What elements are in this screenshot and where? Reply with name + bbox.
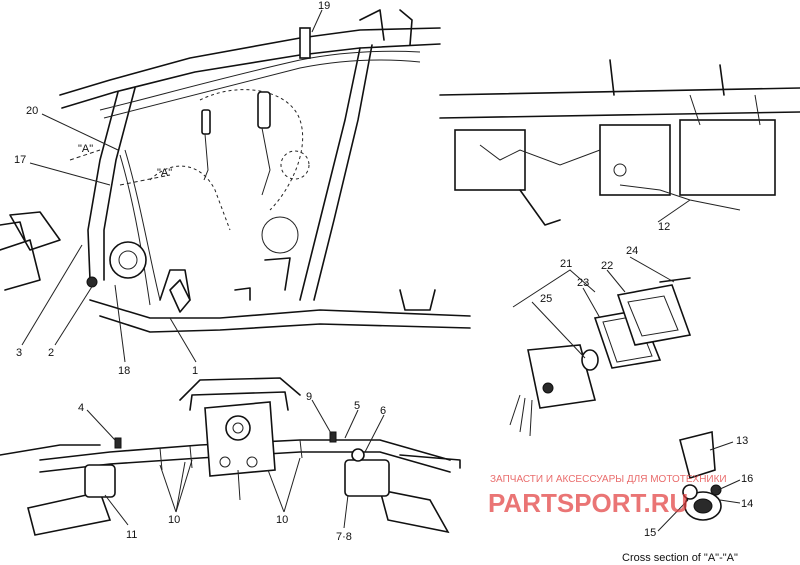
handlebar-assembly	[0, 377, 461, 536]
callout-23: 23	[577, 277, 589, 289]
callout-10-left: 10	[168, 514, 180, 526]
callout-9: 9	[306, 391, 312, 403]
callout-18: 18	[118, 365, 130, 377]
callout-5: 5	[354, 400, 360, 412]
callout-10-right: 10	[276, 514, 288, 526]
callout-24: 24	[626, 245, 638, 257]
callout-20: 20	[26, 105, 38, 117]
callout-11: 11	[126, 529, 137, 541]
callout-4: 4	[78, 402, 84, 414]
callout-25: 25	[540, 293, 552, 305]
callout-19: 19	[318, 0, 330, 12]
callout-17: 17	[14, 154, 26, 166]
section-mark-a-lower: "A"	[157, 167, 172, 179]
callout-22: 22	[601, 260, 613, 272]
callout-labels: 19 20 "A" 17 "A" 3 2 18 1 12 21 24 22 23…	[14, 0, 753, 543]
cross-section-a-a	[679, 430, 722, 521]
callout-1: 1	[192, 365, 198, 377]
leader-lines	[21, 9, 741, 532]
section-caption: Cross section of "A"-"A"	[622, 552, 738, 564]
callout-6: 6	[380, 405, 386, 417]
callout-12: 12	[658, 221, 670, 233]
callout-3: 3	[16, 347, 22, 359]
watermark-logo: PARTSPORT.RU	[488, 488, 688, 518]
callout-2: 2	[48, 347, 54, 359]
callout-7-8: 7·8	[336, 531, 352, 543]
callout-13: 13	[736, 435, 748, 447]
callout-21: 21	[560, 258, 572, 270]
callout-14: 14	[741, 498, 753, 510]
rear-electrical-assembly	[439, 59, 800, 226]
watermark-tagline: ЗАПЧАСТИ И АКСЕССУАРЫ ДЛЯ МОТОТЕХНИКИ	[490, 474, 727, 485]
frame-assembly	[0, 9, 471, 333]
taillight-exploded-view	[509, 269, 692, 437]
section-mark-a-upper: "A"	[78, 143, 93, 155]
callout-16: 16	[741, 473, 753, 485]
callout-15: 15	[644, 527, 656, 539]
watermark: ЗАПЧАСТИ И АКСЕССУАРЫ ДЛЯ МОТОТЕХНИКИ PA…	[488, 474, 727, 518]
